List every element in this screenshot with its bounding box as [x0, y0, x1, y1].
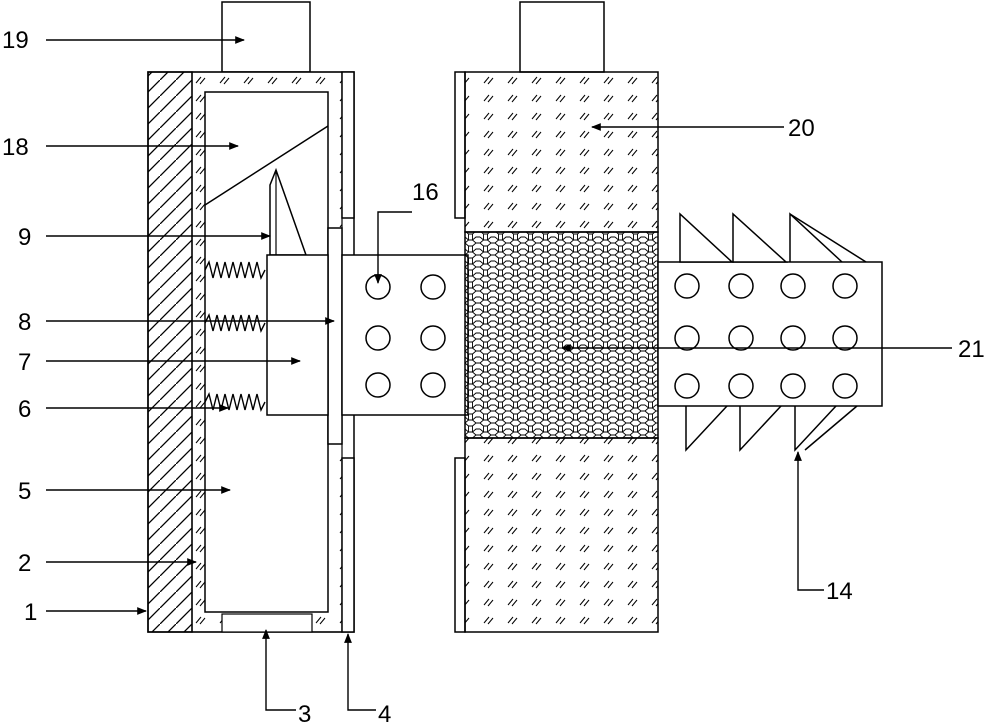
top-cap [519, 1, 605, 73]
diagonal-18 [204, 125, 329, 206]
label-8: 8 [18, 309, 31, 336]
label-9: 9 [18, 224, 31, 251]
spring-1 [204, 259, 266, 281]
label-1: 1 [24, 599, 37, 626]
right-arm-14 [657, 212, 883, 452]
block-7 [266, 254, 329, 416]
label-19: 19 [2, 27, 29, 54]
spring-2 [204, 312, 266, 334]
label-16: 16 [412, 179, 439, 206]
bottom-opening-3 [221, 613, 313, 633]
label-14: 14 [826, 578, 853, 605]
label-20: 20 [788, 115, 815, 142]
right-column [454, 1, 659, 633]
lower-block [464, 437, 659, 633]
left-housing [147, 1, 355, 633]
label-18: 18 [2, 134, 29, 161]
vertical-rod-4 [327, 227, 343, 445]
label-21: 21 [958, 336, 985, 363]
labels: 19 18 9 8 7 6 5 2 1 3 4 16 20 21 14 [2, 27, 985, 728]
top-block-19 [221, 1, 311, 73]
leader-lines [46, 36, 952, 711]
label-3: 3 [298, 701, 311, 728]
upper-block-20 [464, 71, 659, 233]
spring-3 [204, 391, 266, 413]
connecting-shaft-16 [341, 254, 469, 416]
side-plate-lower [341, 457, 355, 633]
label-4: 4 [378, 701, 391, 728]
side-plate-upper [341, 71, 355, 219]
label-7: 7 [18, 349, 31, 376]
label-6: 6 [18, 396, 31, 423]
honeycomb-21 [464, 231, 659, 439]
label-5: 5 [18, 478, 31, 505]
label-2: 2 [18, 550, 31, 577]
hatched-wall-1 [147, 71, 193, 633]
